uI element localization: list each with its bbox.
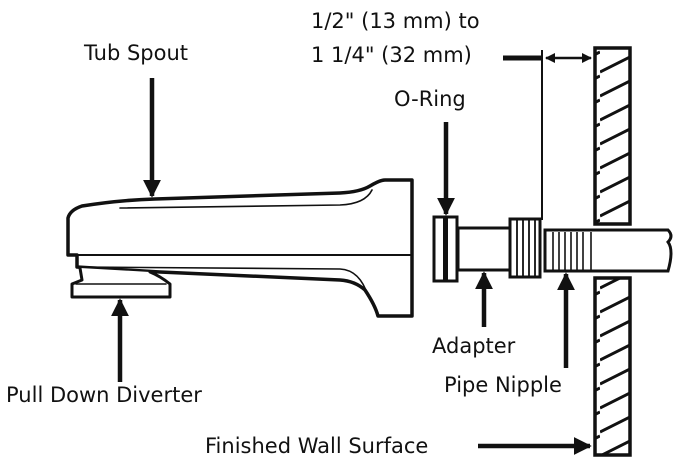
dimension-indicator: [503, 50, 592, 220]
tub-spout: [66, 178, 414, 318]
label-dimension-line2: 1 1/4" (32 mm): [311, 43, 472, 67]
label-adapter: Adapter: [432, 334, 516, 358]
label-pull-down-diverter: Pull Down Diverter: [6, 383, 202, 407]
adapter: [456, 226, 512, 272]
pipe-nipple: [543, 228, 673, 273]
finished-wall: [593, 46, 632, 457]
label-o-ring: O-Ring: [394, 87, 466, 111]
label-tub-spout: Tub Spout: [83, 41, 188, 65]
callout-arrows: [111, 78, 592, 455]
label-finished-wall-surface: Finished Wall Surface: [205, 434, 428, 458]
label-dimension-line1: 1/2" (13 mm) to: [311, 9, 480, 33]
o-ring-adapter: [432, 215, 542, 283]
label-pipe-nipple: Pipe Nipple: [444, 373, 562, 397]
